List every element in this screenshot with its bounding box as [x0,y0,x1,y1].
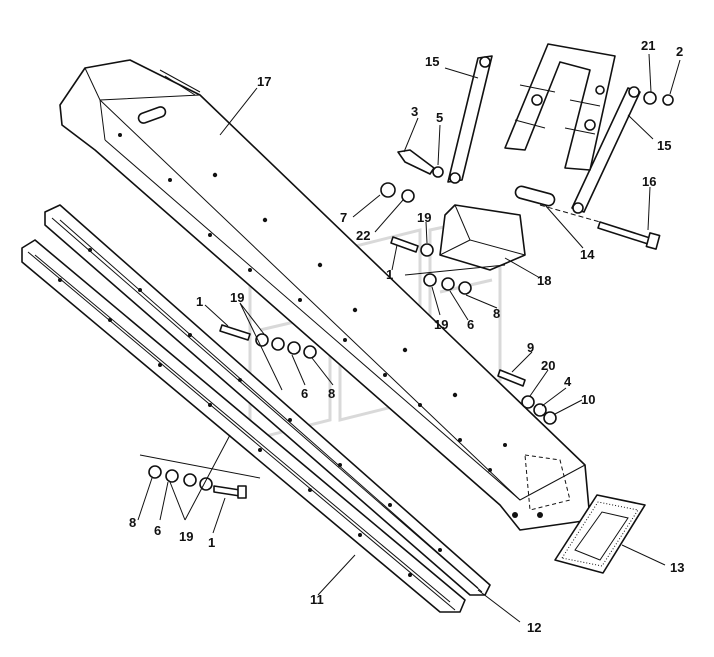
callout-7: 7 [340,210,347,225]
callout-1-top: 1 [386,267,393,282]
callout-labels: 17 15 15 21 2 3 5 16 7 22 19 1 14 18 19 … [129,38,684,635]
callout-3: 3 [411,104,418,119]
callout-15-left: 15 [425,54,439,69]
callout-4: 4 [564,374,572,389]
mounting-frame [504,43,616,171]
callout-15-right: 15 [657,138,671,153]
gasket-part-13 [554,494,646,574]
callout-5: 5 [436,110,443,125]
callout-6-bottom: 6 [154,523,161,538]
callout-19-left: 19 [230,290,244,305]
callout-8-left: 8 [328,386,335,401]
bracket-part-15-left [447,55,493,184]
callout-6-left: 6 [301,386,308,401]
callout-10: 10 [581,392,595,407]
callout-21: 21 [641,38,655,53]
bolt-part-16 [539,204,661,250]
callout-19-bottom: 19 [179,529,193,544]
leader-lines [137,53,681,623]
callout-1-bottom: 1 [208,535,215,550]
callout-18: 18 [537,273,551,288]
pin-part-14 [514,185,556,207]
hardware-bottom [139,454,261,499]
callout-8-bottom: 8 [129,515,136,530]
callout-14: 14 [580,247,595,262]
callout-17: 17 [257,74,271,89]
callout-1-left: 1 [196,294,203,309]
callout-19-top: 19 [417,210,431,225]
callout-2: 2 [676,44,683,59]
callout-11: 11 [310,592,324,607]
hardware-top [380,91,674,203]
hardware-middle [219,236,557,425]
callout-6-mid: 6 [467,317,474,332]
callout-22: 22 [356,228,370,243]
bracket-part-18 [404,204,526,276]
callout-8-mid: 8 [493,306,500,321]
callout-19-mid: 19 [434,317,448,332]
callout-16: 16 [642,174,656,189]
callout-20: 20 [541,358,555,373]
callout-9: 9 [527,340,534,355]
rail-part-11 [21,239,466,613]
callout-13: 13 [670,560,684,575]
main-beam-part-17 [59,59,591,531]
beam-holes [118,133,543,518]
callout-12: 12 [527,620,541,635]
